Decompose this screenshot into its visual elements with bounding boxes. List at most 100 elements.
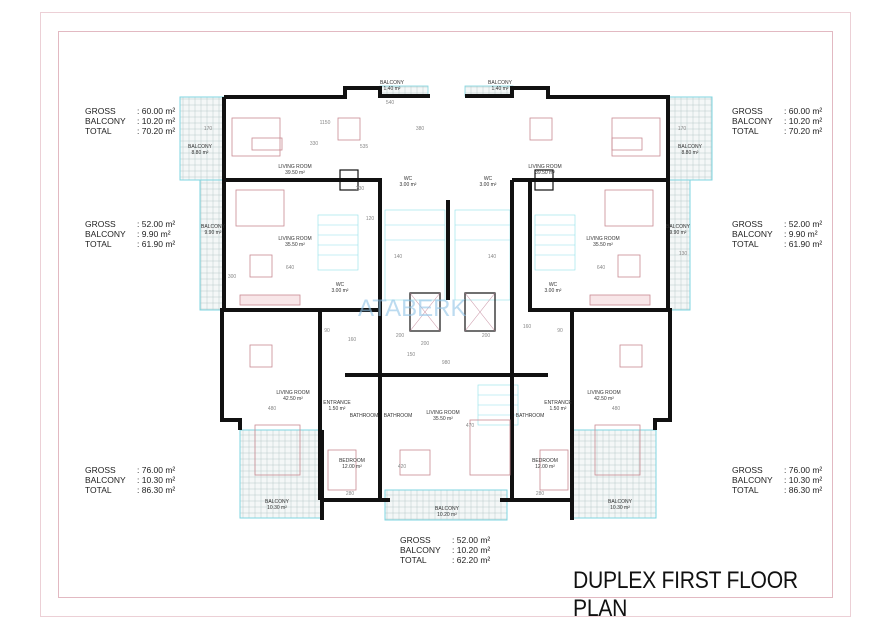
balcony-value: : 10.30 m² (784, 475, 823, 485)
dim-label: 640 (597, 265, 606, 271)
gross-label: GROSS (85, 106, 116, 116)
dim-label: 170 (204, 126, 213, 132)
gross-value: : 52.00 m² (137, 219, 176, 229)
plan-title: DUPLEX FIRST FLOOR PLAN (573, 567, 798, 622)
dim-label: 90 (324, 328, 330, 334)
room-name: LIVING ROOM (587, 390, 620, 396)
balcony-bl (239, 429, 323, 519)
dim-label: 160 (523, 324, 532, 330)
room-area: 10.30 m² (610, 505, 630, 511)
room-name: LIVING ROOM (278, 164, 311, 170)
balcony-label: BALCONY (732, 116, 773, 126)
dim-label: 470 (466, 423, 475, 429)
balcony-label: BALCONY (732, 475, 773, 485)
dim-label: 150 (407, 352, 416, 358)
balcony-value: : 10.20 m² (784, 116, 823, 126)
room-name: BALCONY (488, 80, 513, 86)
room-area: 35.50 m² (285, 242, 305, 248)
dim-label: 200 (396, 333, 405, 339)
balcony-value: : 10.20 m² (137, 116, 176, 126)
dim-label: 200 (421, 341, 430, 347)
room-name: BALCONY (666, 224, 691, 230)
gross-label: GROSS (85, 465, 116, 475)
room-name: BEDROOM (532, 458, 558, 464)
room-area: 10.20 m² (437, 512, 457, 518)
room-name: BATHROOM (516, 413, 545, 419)
elevators (339, 169, 554, 332)
area-table-bottom-right: GROSS: 76.00 m² BALCONY: 10.30 m² TOTAL:… (732, 465, 822, 495)
room-name: WC (404, 176, 413, 182)
total-label: TOTAL (400, 555, 427, 565)
room-area: 8.80 m² (192, 150, 209, 156)
total-value: : 62.20 m² (452, 555, 491, 565)
room-area: 12.00 m² (535, 464, 555, 470)
room-area: 9.90 m² (670, 230, 687, 236)
dim-label: 300 (228, 274, 237, 280)
gross-value: : 76.00 m² (137, 465, 176, 475)
room-name: LIVING ROOM (278, 236, 311, 242)
balcony-label: BALCONY (732, 229, 773, 239)
total-value: : 86.30 m² (137, 485, 176, 495)
balconies (179, 85, 713, 521)
room-name: BALCONY (608, 499, 633, 505)
gross-value: : 52.00 m² (784, 219, 823, 229)
dim-label: 480 (268, 406, 277, 412)
area-table-bottom-center: GROSS: 52.00 m² BALCONY: 10.20 m² TOTAL:… (400, 535, 490, 565)
balcony-bc (384, 489, 508, 521)
balcony-mr (667, 179, 691, 311)
room-name: BALCONY (188, 144, 213, 150)
room-area: 1.50 m² (329, 406, 346, 412)
gross-value: : 60.00 m² (784, 106, 823, 116)
balcony-value: : 9.90 m² (137, 229, 171, 239)
balcony-ml (199, 179, 225, 311)
dim-label: 120 (366, 216, 375, 222)
gross-label: GROSS (85, 219, 116, 229)
dim-label: 140 (394, 254, 403, 260)
dim-label: 380 (416, 126, 425, 132)
room-name: BALCONY (265, 499, 290, 505)
balcony-tr (667, 96, 713, 181)
room-area: 8.80 m² (682, 150, 699, 156)
room-name: BATHROOM (350, 413, 379, 419)
room-name: WC (336, 282, 345, 288)
dim-label: 330 (310, 141, 319, 147)
stairs (317, 209, 576, 426)
dim-label: 280 (536, 491, 545, 497)
room-area: 35.50 m² (433, 416, 453, 422)
room-name: LIVING ROOM (528, 164, 561, 170)
total-label: TOTAL (732, 239, 759, 249)
gross-label: GROSS (732, 219, 763, 229)
gross-value: : 60.00 m² (137, 106, 176, 116)
room-area: 1.40 m² (492, 86, 509, 92)
room-name: BALCONY (201, 224, 226, 230)
dim-label: 130 (679, 251, 688, 257)
room-area: 1.40 m² (384, 86, 401, 92)
dim-label: 540 (386, 100, 395, 106)
balcony-label: BALCONY (85, 475, 126, 485)
room-area: 9.90 m² (205, 230, 222, 236)
balcony-value: : 10.20 m² (452, 545, 491, 555)
room-area: 10.30 m² (267, 505, 287, 511)
room-area: 3.00 m² (545, 288, 562, 294)
balcony-value: : 10.30 m² (137, 475, 176, 485)
room-name: BALCONY (678, 144, 703, 150)
walls (220, 86, 672, 520)
dim-label: 230 (356, 186, 365, 192)
total-label: TOTAL (85, 485, 112, 495)
area-table-mid-left: GROSS: 52.00 m² BALCONY: 9.90 m² TOTAL: … (85, 219, 175, 249)
room-name: ENTRANCE (323, 400, 351, 406)
balcony-br (571, 429, 657, 519)
furniture (231, 117, 661, 491)
dim-label: 90 (557, 328, 563, 334)
dim-label: 280 (346, 491, 355, 497)
total-value: : 61.90 m² (784, 239, 823, 249)
total-value: : 70.20 m² (784, 126, 823, 136)
dim-label: 200 (482, 333, 491, 339)
area-table-top-left: GROSS: 60.00 m² BALCONY: 10.20 m² TOTAL:… (85, 106, 175, 136)
area-table-top-right: GROSS: 60.00 m² BALCONY: 10.20 m² TOTAL:… (732, 106, 822, 136)
gross-label: GROSS (732, 465, 763, 475)
total-label: TOTAL (732, 485, 759, 495)
total-label: TOTAL (85, 126, 112, 136)
gross-label: GROSS (400, 535, 431, 545)
